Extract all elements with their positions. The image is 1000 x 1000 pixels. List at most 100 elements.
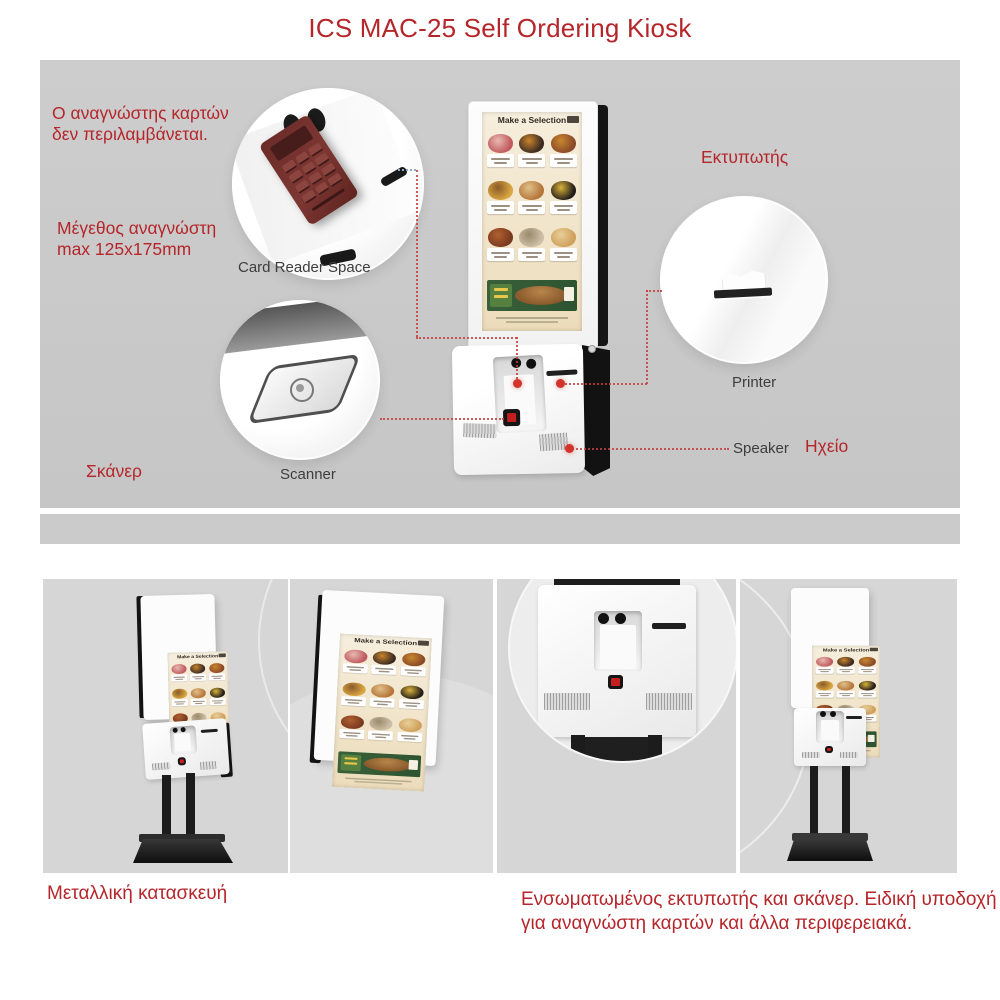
food-image-sub-sandwich xyxy=(190,688,207,699)
connector-line xyxy=(416,337,517,339)
page-title: ICS MAC-25 Self Ordering Kiosk xyxy=(308,13,692,43)
menu-item-drink-pair xyxy=(208,687,226,706)
speaker-grille xyxy=(539,432,569,452)
photo-kiosk-lower-closeup xyxy=(497,579,736,873)
promo-price-tag xyxy=(340,754,362,772)
menu-item-label-card xyxy=(396,731,423,743)
closeup-circle xyxy=(508,579,736,763)
scanner-window xyxy=(825,746,833,753)
menu-item-rice-bowl xyxy=(836,656,856,674)
menu-item-label-card xyxy=(815,691,834,698)
scanner-window xyxy=(608,675,623,689)
connector-line xyxy=(560,383,647,385)
menu-title: Make a Selection xyxy=(822,647,870,653)
printer-slot xyxy=(652,623,686,629)
scanner-lens-center xyxy=(296,384,304,392)
speaker-grille xyxy=(646,693,692,710)
food-image-burger xyxy=(401,652,426,667)
food-image-side-plate xyxy=(519,228,545,247)
kiosk-lower-unit xyxy=(794,708,866,766)
printer-slot xyxy=(200,728,218,733)
speaker-grille xyxy=(463,423,497,439)
menu-item-label-card xyxy=(189,673,207,682)
menu-item-label-card xyxy=(190,698,207,706)
photo-kiosk-floor-stand-front: Make a Selection xyxy=(740,579,957,873)
connector-line xyxy=(646,290,662,292)
menu-item-label-card xyxy=(400,666,426,677)
speaker-grille xyxy=(199,760,217,771)
menu-item-label-card xyxy=(815,667,834,674)
menu-item-rice-bowl xyxy=(189,663,207,682)
menu-item-label-card xyxy=(342,663,369,674)
stand-post xyxy=(648,735,662,761)
promo-banner xyxy=(337,751,422,778)
connector-line xyxy=(646,290,648,384)
stand-base-top xyxy=(139,834,225,842)
menu-item-rice-bowl xyxy=(517,134,546,167)
menu-item-label-card xyxy=(208,673,226,681)
food-image-drink-with-straw xyxy=(816,656,834,667)
menu-item-burger xyxy=(857,656,877,674)
menu-item-sub-sandwich xyxy=(836,680,856,698)
card-reader-space-inner xyxy=(173,732,192,752)
menu-item-label-card xyxy=(371,664,397,676)
kiosk-lower-unit xyxy=(451,343,586,476)
menu-item-bread-rolls xyxy=(396,717,424,743)
scanner-window xyxy=(502,408,521,427)
printer-zoom-circle xyxy=(660,196,828,364)
cable-knob xyxy=(615,613,626,624)
stand-crossbar xyxy=(585,737,648,761)
food-image-drink-pair xyxy=(550,181,576,200)
cable-knob xyxy=(820,711,826,717)
connector-line xyxy=(569,448,729,450)
connector-line xyxy=(380,418,504,420)
menu-item-drink-pair xyxy=(398,685,426,710)
kiosk-lower-unit xyxy=(142,718,230,780)
separator-strip xyxy=(40,514,960,544)
menu-item-deluxe-burger xyxy=(486,228,515,261)
food-image-bread-rolls xyxy=(550,228,576,247)
menu-item-fried-combo xyxy=(486,181,515,214)
menu-item-label-card xyxy=(518,154,546,167)
menu-item-label-card xyxy=(858,715,877,722)
language-badge xyxy=(417,640,430,646)
card-reader-note: Ο αναγνώστης καρτών δεν περιλαμβάνεται. xyxy=(52,103,229,144)
food-image-rice-bowl xyxy=(837,656,855,667)
menu-item-label-card xyxy=(858,691,877,698)
menu-item-label-card xyxy=(518,201,546,214)
menu-item-burger xyxy=(208,662,226,681)
menu-item-label-card xyxy=(339,728,365,740)
food-image-burger xyxy=(209,662,225,674)
menu-item-bread-rolls xyxy=(857,704,877,722)
callout-dot-speaker xyxy=(565,444,574,453)
kiosk-lower-unit xyxy=(538,585,696,737)
callout-dot-printer xyxy=(556,379,565,388)
photo-kiosk-wall-mounted: Make a Selection xyxy=(290,579,493,873)
menu-item-label-card xyxy=(549,154,577,167)
card-reader-callout: Card Reader Space xyxy=(238,259,371,276)
food-image-fried-combo xyxy=(816,680,834,691)
fine-print-line xyxy=(506,321,558,323)
reader-size-note: Μέγεθος αναγνώστη max 125x175mm xyxy=(57,218,217,259)
menu-item-label-card xyxy=(518,248,546,261)
food-image-drink-pair xyxy=(400,685,424,700)
speaker-callout: Speaker xyxy=(733,440,789,457)
scanner-callout: Scanner xyxy=(280,466,336,483)
menu-item-label-card xyxy=(369,697,396,708)
food-image-fried-combo xyxy=(488,181,514,200)
card-reader-space-inner xyxy=(600,625,636,669)
menu-item-label-card xyxy=(858,667,877,674)
scanner-zoom-circle xyxy=(220,300,380,460)
stand-post xyxy=(162,775,171,845)
food-image-bread-rolls xyxy=(858,704,876,715)
menu-item-label-card xyxy=(487,154,515,167)
menu-header: Make a Selection xyxy=(812,646,880,654)
kiosk-screen: Make a Selection xyxy=(332,633,432,792)
menu-item-label-card xyxy=(836,667,856,674)
language-badge xyxy=(218,653,226,658)
card-reader-space-inner xyxy=(821,720,839,740)
cable-knob xyxy=(598,613,609,624)
menu-item-label-card xyxy=(549,248,577,261)
food-image-sub-sandwich xyxy=(837,680,855,691)
stand-post xyxy=(842,766,850,840)
